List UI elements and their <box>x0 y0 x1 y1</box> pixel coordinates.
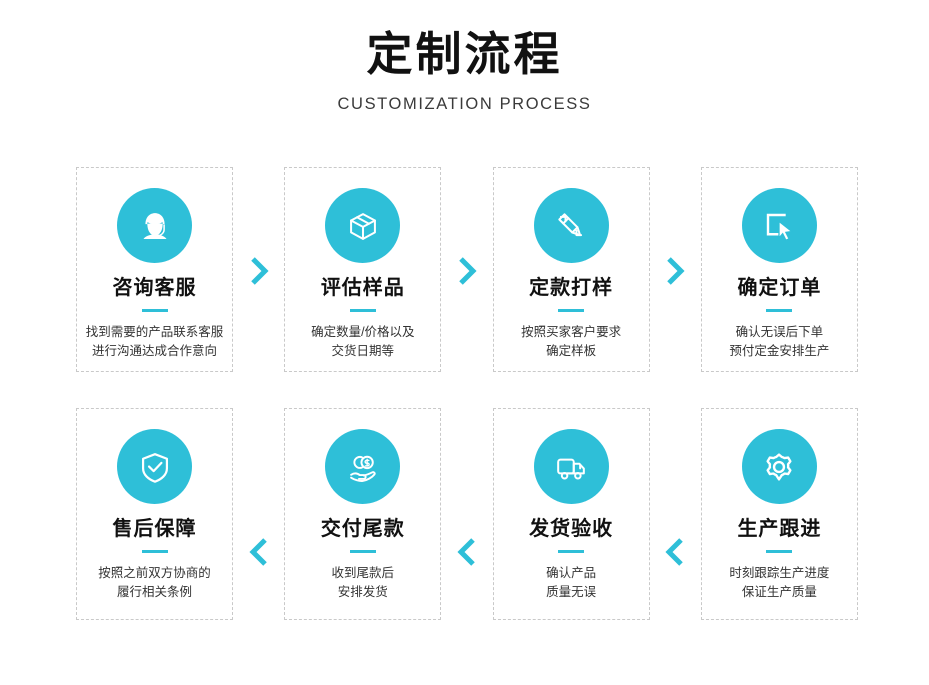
chevron-left-icon <box>456 536 478 568</box>
click-cursor-icon <box>741 188 817 263</box>
process-step-card-4[interactable]: 确定订单 确认无误后下单 预付定金安排生产 <box>700 167 858 372</box>
page-title: 定制流程 <box>366 28 563 80</box>
title-divider <box>349 309 376 312</box>
process-step-desc: 按照之前双方协商的 履行相关条例 <box>98 566 211 600</box>
process-step-title: 咨询客服 <box>112 277 197 299</box>
gear-icon <box>741 429 817 504</box>
hand-coins-icon <box>325 429 401 504</box>
chevron-left-icon <box>664 536 686 568</box>
title-divider <box>558 550 585 553</box>
shield-check-icon <box>117 429 192 504</box>
process-step-desc: 确认无误后下单 预付定金安排生产 <box>729 325 830 359</box>
process-step-card-1[interactable]: 咨询客服 找到需要的产品联系客服 进行沟通达成合作意向 <box>76 167 233 372</box>
process-step-card-5[interactable]: 生产跟进 时刻跟踪生产进度 保证生产质量 <box>700 408 858 620</box>
page-subtitle: CUSTOMIZATION PROCESS <box>337 94 592 113</box>
process-step-card-2[interactable]: 评估样品 确定数量/价格以及 交货日期等 <box>284 167 442 372</box>
process-row-bottom: 售后保障 按照之前双方协商的 履行相关条例 <box>76 408 858 620</box>
chevron-left-icon <box>248 536 270 568</box>
process-step-desc: 找到需要的产品联系客服 进行沟通达成合作意向 <box>85 325 224 359</box>
process-step-title: 售后保障 <box>112 518 197 540</box>
process-flow: 咨询客服 找到需要的产品联系客服 进行沟通达成合作意向 <box>76 167 858 620</box>
title-divider <box>141 309 168 312</box>
title-divider <box>141 550 168 553</box>
process-step-title: 发货验收 <box>529 518 614 540</box>
process-step-card-6[interactable]: 发货验收 确认产品 质量无误 <box>492 408 650 620</box>
title-divider <box>766 550 793 553</box>
process-step-title: 评估样品 <box>320 277 405 299</box>
process-step-title: 交付尾款 <box>320 518 405 540</box>
process-step-card-7[interactable]: 交付尾款 收到尾款后 安排发货 <box>284 408 442 620</box>
process-step-desc: 时刻跟踪生产进度 保证生产质量 <box>729 566 830 600</box>
process-step-desc: 确认产品 质量无误 <box>546 566 597 600</box>
process-step-title: 生产跟进 <box>737 518 822 540</box>
pencil-design-icon <box>533 188 609 263</box>
process-step-title: 确定订单 <box>737 277 822 299</box>
chevron-right-icon <box>456 255 478 287</box>
process-step-desc: 确定数量/价格以及 交货日期等 <box>311 325 415 359</box>
title-divider <box>558 309 585 312</box>
title-divider <box>349 550 376 553</box>
headset-operator-icon <box>117 188 192 263</box>
process-step-desc: 收到尾款后 安排发货 <box>331 566 395 600</box>
process-step-desc: 按照买家客户要求 确定样板 <box>521 325 622 359</box>
package-box-icon <box>325 188 401 263</box>
chevron-right-icon <box>664 255 686 287</box>
delivery-truck-icon <box>533 429 609 504</box>
process-step-card-8[interactable]: 售后保障 按照之前双方协商的 履行相关条例 <box>76 408 233 620</box>
page-header: 定制流程 CUSTOMIZATION PROCESS <box>0 0 929 114</box>
chevron-right-icon <box>248 255 270 287</box>
title-divider <box>766 309 793 312</box>
process-step-title: 定款打样 <box>529 277 614 299</box>
process-step-card-3[interactable]: 定款打样 按照买家客户要求 确定样板 <box>492 167 650 372</box>
process-row-top: 咨询客服 找到需要的产品联系客服 进行沟通达成合作意向 <box>76 167 858 372</box>
